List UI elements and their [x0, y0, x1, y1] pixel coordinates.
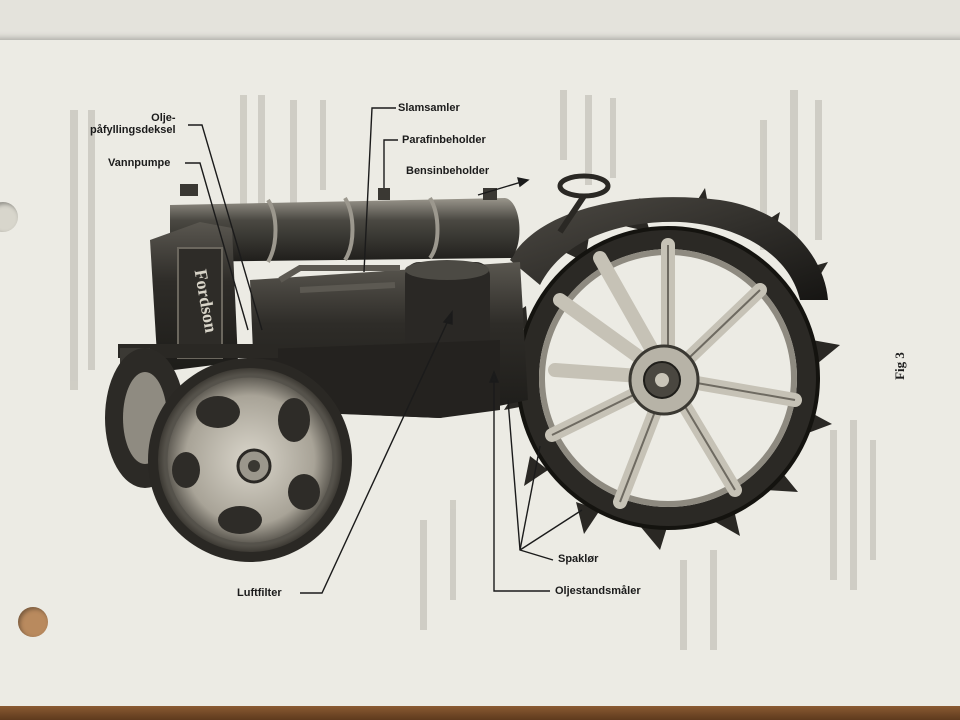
label-kerosene-tank: Parafinbeholder: [402, 134, 486, 146]
label-wheel-spuds: Spaklør: [558, 553, 599, 565]
label-sediment-bowl: Slamsamler: [398, 102, 460, 114]
label-oil-filler-cap: Olje- påfyllingsdeksel: [90, 112, 176, 136]
rear-wheel: [516, 226, 820, 530]
label-gasoline-tank: Bensinbeholder: [406, 165, 490, 177]
top-sheet: [0, 0, 960, 46]
label-air-filter: Luftfilter: [237, 587, 282, 599]
label-water-pump: Vannpumpe: [108, 157, 171, 169]
rear-fender: [510, 197, 828, 300]
leader-lines: [185, 107, 583, 594]
punch-hole-bottom: [18, 607, 48, 637]
punch-hole-top: [0, 202, 18, 232]
steering-wheel: [557, 173, 611, 199]
label-oil-level-gauge: Oljestandsmåler: [555, 585, 641, 597]
figure-caption: Fig 3: [891, 352, 907, 380]
fuel-tank: [170, 198, 520, 262]
wood-surface: [0, 706, 960, 720]
front-wheel-near: [148, 358, 352, 562]
